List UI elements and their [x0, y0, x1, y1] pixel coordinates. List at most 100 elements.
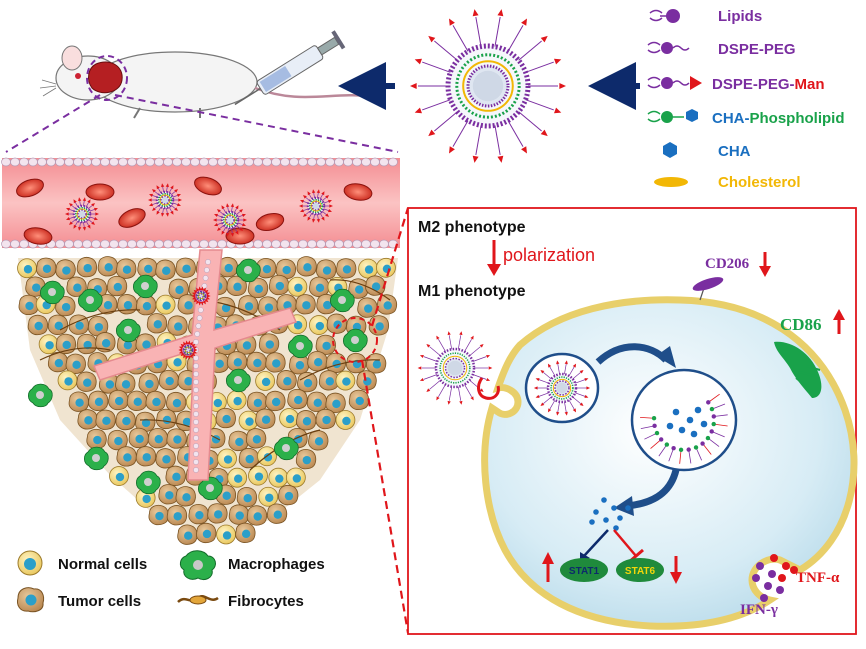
peg-chain: [469, 346, 481, 357]
tumor-cell: [245, 428, 267, 449]
mannose-ligand: [73, 224, 77, 229]
endothelial-cell: [82, 239, 92, 249]
cell-nucleus: [32, 283, 41, 292]
peg-chain: [572, 396, 581, 405]
cell-nucleus: [83, 378, 92, 387]
cell-nucleus: [145, 379, 154, 389]
endothelial-cell: [181, 157, 191, 167]
endothelial-cell: [262, 157, 272, 167]
mannose-ligand: [321, 216, 325, 221]
tumor-cell: [228, 504, 250, 525]
cell-nucleus: [323, 300, 332, 310]
mannose-ligand: [459, 400, 463, 405]
endothelial-cell: [37, 157, 47, 167]
mannose-ligand: [202, 300, 206, 305]
mannose-ligand: [579, 402, 584, 407]
endothelial-cell: [127, 157, 137, 167]
highlight-circle: [332, 317, 378, 363]
lipid-icon: [649, 9, 680, 23]
peg-chain: [237, 222, 244, 226]
lipid-head: [705, 435, 711, 441]
mannose-ligand: [312, 189, 316, 194]
mannose-ligand: [226, 232, 230, 237]
mannose-ligand: [486, 377, 491, 382]
tumor-cell: [309, 276, 330, 297]
cell-nucleus: [162, 266, 171, 275]
normal-cell: [248, 465, 268, 486]
endothelial-cell: [118, 239, 128, 249]
macrophage: [342, 328, 368, 353]
mannose-ligand: [564, 360, 568, 365]
mannose-ligand: [216, 227, 221, 231]
cell-nucleus: [165, 491, 174, 500]
cell-nucleus: [113, 282, 123, 292]
mannose-ligand: [214, 223, 219, 227]
tumor-cell: [306, 391, 328, 412]
tumor-cell: [18, 294, 39, 316]
legend-cha-phospholipid-label: CHA-Phospholipid: [712, 110, 845, 127]
lipid-head: [658, 437, 664, 442]
cell-nucleus: [253, 358, 262, 368]
fibrocyte-strand: [59, 309, 141, 331]
lipid-head: [651, 416, 657, 421]
endothelial-cell: [118, 157, 128, 167]
stat1-activation-line: [583, 529, 609, 557]
cytokine-release: [752, 554, 798, 602]
peg-chain: [507, 120, 524, 147]
mannose-ligand: [307, 216, 311, 221]
peg-chain: [549, 399, 556, 410]
tumor-cell: [348, 278, 369, 299]
tumor-cell: [27, 314, 49, 336]
cell-nucleus: [261, 377, 271, 387]
m2-phenotype-label: M2 phenotype: [418, 219, 526, 236]
tumor-cell: [287, 388, 308, 410]
cell-nucleus: [84, 416, 93, 425]
cha-molecule: [601, 497, 607, 503]
lipid-head: [709, 406, 715, 412]
cell-nucleus: [275, 474, 284, 483]
aqueous-core: [199, 294, 203, 298]
tumor-cell: [365, 353, 387, 374]
endothelial-cell: [352, 239, 362, 249]
cell-nucleus: [223, 455, 233, 464]
peg-chain: [79, 221, 81, 228]
tumor-cell: [266, 503, 288, 524]
mannose-ligand: [200, 286, 204, 291]
cell-nucleus: [121, 380, 131, 389]
legend-cha-label: CHA: [718, 143, 751, 160]
endothelial-cell: [193, 355, 199, 361]
macrophage-nucleus: [234, 376, 242, 384]
peg-chain: [464, 339, 472, 352]
cell-nucleus: [184, 301, 193, 310]
tumor-cell: [55, 296, 76, 317]
mannose-ligand: [521, 146, 527, 154]
cd86-up-arrow: [833, 309, 845, 334]
mannose-ligand: [540, 35, 548, 43]
tumor-cell: [165, 465, 186, 486]
mannose-ligand: [410, 83, 417, 89]
mannose-ligand: [479, 343, 484, 348]
tumor-cell: [315, 334, 336, 355]
phospholipid-layer: [308, 198, 324, 214]
stat1-node: [560, 558, 608, 582]
macrophage: [83, 446, 109, 471]
tumor-cell: [295, 294, 316, 315]
mannose-ligand: [176, 203, 181, 207]
mannose-ligand: [239, 209, 244, 213]
mannose-ligand: [78, 197, 82, 202]
mannose-ligand: [156, 185, 160, 190]
mannose-ligand: [540, 369, 545, 374]
cell-nucleus: [54, 358, 64, 368]
red-blood-cell: [85, 183, 115, 201]
cell-nucleus: [265, 493, 274, 502]
peg-chain: [464, 384, 472, 397]
endothelial-cell: [127, 239, 137, 249]
tumor-cell: [207, 503, 228, 524]
cell-nucleus: [371, 282, 381, 291]
peg-chain: [438, 384, 446, 397]
legend-dspe-peg-man-label: DSPE-PEG-Man: [712, 76, 825, 93]
mannose-ligand: [95, 212, 99, 216]
endothelial-cell: [100, 239, 110, 249]
cell-nucleus: [292, 474, 302, 483]
tumor-cell: [256, 258, 277, 279]
